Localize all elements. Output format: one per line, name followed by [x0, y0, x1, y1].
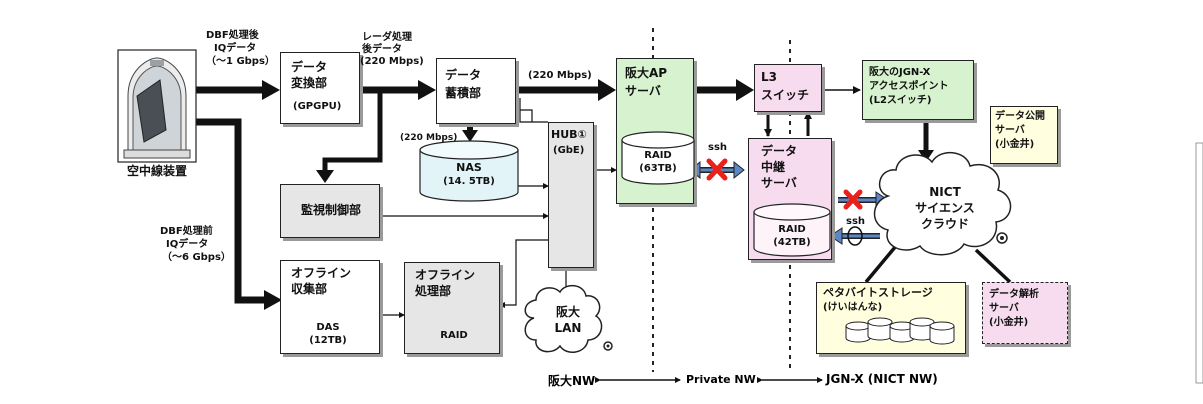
- pub-line1: データ公開: [995, 111, 1045, 122]
- analysis-line3: (小金井): [989, 317, 1029, 328]
- radar-line3: (220 Mbps): [360, 56, 424, 67]
- pub-line2: サーバ: [995, 125, 1025, 136]
- relay-line3: サーバ: [761, 176, 797, 190]
- data-conversion-box: データ 変換部 (GPGPU): [280, 52, 360, 124]
- dbf-after-line3: （～1 Gbps）: [206, 56, 275, 67]
- peta-line2: (けいはんな): [823, 302, 883, 313]
- jgn-line1: 阪大のJGN-X: [869, 67, 931, 78]
- nict-line1: NICT: [929, 185, 961, 199]
- nict-line3: クラウド: [920, 217, 969, 231]
- peta-line1: ペタバイトストレージ: [823, 286, 933, 299]
- dbf-after-line2: IQデータ: [214, 43, 257, 54]
- data-publication-server-box: データ公開 サーバ (小金井): [990, 106, 1058, 164]
- network-jgn-label: JGN-X (NICT NW): [826, 372, 938, 386]
- l3-line2: スイッチ: [761, 88, 810, 102]
- hub-box: HUB① (GbE): [548, 122, 594, 268]
- arrow-to-monitor: [322, 90, 383, 172]
- monitor-control-box: 監視制御部: [280, 184, 380, 238]
- nict-science-cloud: [873, 152, 1012, 256]
- l3-switch-box: L3 スイッチ: [754, 64, 822, 112]
- ap-line2: サーバ: [625, 84, 661, 98]
- dbf-before-line1: DBF処理前: [160, 226, 213, 237]
- dbf-after-line1: DBF処理後: [206, 30, 259, 41]
- nict-line2: サイエンス: [915, 201, 975, 215]
- radar-line2: 後データ: [362, 44, 402, 55]
- conv-line1: データ: [291, 60, 328, 74]
- antenna-device-label: 空中線装置: [126, 164, 187, 178]
- analysis-line1: データ解析: [989, 289, 1039, 300]
- nas-cylinder: [419, 140, 519, 202]
- analysis-line2: サーバ: [989, 303, 1019, 314]
- nas-capacity: (14. 5TB): [443, 176, 495, 187]
- petabyte-storage-box: ペタバイトストレージ (けいはんな): [816, 282, 966, 354]
- ssh-link-ap-relay: [689, 158, 745, 181]
- osaka-lan-line2: LAN: [554, 321, 582, 335]
- network-private-label: Private NW: [686, 373, 756, 386]
- ap-line1: 阪大AP: [625, 66, 668, 80]
- offline-collect-line2: 収集部: [291, 282, 328, 296]
- osaka-lan-cloud: [524, 284, 603, 353]
- rate-top: (220 Mbps): [528, 70, 592, 81]
- jgn-line2: アクセスポイント: [869, 81, 949, 92]
- dbf-before-line3: （～6 Gbps）: [162, 252, 231, 263]
- ssh-label-1: ssh: [708, 142, 728, 153]
- thick-arrows: [172, 86, 929, 304]
- offline-processing-box: オフライン 処理部: [404, 262, 500, 354]
- relay-raid-label: RAID: [778, 224, 806, 235]
- ap-raid-capacity: (63TB): [639, 163, 677, 174]
- jgn-line3: (L2スイッチ): [869, 95, 932, 106]
- osaka-lan-line1: 阪大: [555, 305, 580, 319]
- radar-line1: レーダ処理: [362, 32, 412, 43]
- das-capacity: (12TB): [309, 335, 347, 346]
- thick-arrowheads: [262, 79, 934, 310]
- rate-nas: (220 Mbps): [400, 133, 458, 143]
- nas-label: NAS: [456, 161, 482, 174]
- store-line2: 蓄積部: [445, 86, 482, 100]
- thin-connectors: [375, 86, 861, 318]
- offline-collect-line1: オフライン: [291, 266, 352, 280]
- conv-line2: 変換部: [291, 76, 328, 90]
- store-line1: データ: [445, 68, 482, 82]
- osaka-ap-server-box: 阪大AP サーバ: [616, 58, 694, 204]
- hub-line1: HUB①: [551, 128, 587, 141]
- offline-process-line2: 処理部: [415, 284, 452, 298]
- ap-raid-label: RAID: [644, 150, 672, 161]
- edge-box: [1195, 142, 1203, 384]
- ssh-label-2: ssh: [846, 216, 866, 227]
- arrow-device-to-offline: [172, 118, 264, 304]
- relay-line2: 中継: [761, 160, 786, 174]
- das-label: DAS: [316, 322, 340, 333]
- pub-line3: (小金井): [995, 139, 1035, 150]
- hub-line2: (GbE): [553, 145, 585, 156]
- antenna-device-icon: [117, 49, 197, 163]
- dbf-before-line2: IQデータ: [166, 239, 209, 250]
- data-storage-box: データ 蓄積部: [436, 58, 516, 124]
- ssh-link-relay-cloud: [829, 189, 889, 246]
- monitor-label: 監視制御部: [300, 203, 361, 217]
- jgn-access-point-box: 阪大のJGN-X アクセスポイント (L2スイッチ): [862, 60, 974, 120]
- l3-line1: L3: [761, 70, 777, 84]
- relay-raid-capacity: (42TB): [773, 237, 811, 248]
- relay-line1: データ: [761, 144, 798, 158]
- offline-raid-label: RAID: [440, 330, 468, 341]
- offline-collection-box: オフライン 収集部: [280, 260, 380, 354]
- offline-process-line1: オフライン: [415, 268, 476, 282]
- data-analysis-server-box: データ解析 サーバ (小金井): [982, 282, 1068, 344]
- network-osaka-label: 阪大NW: [548, 374, 596, 388]
- conv-line3: (GPGPU): [293, 101, 342, 112]
